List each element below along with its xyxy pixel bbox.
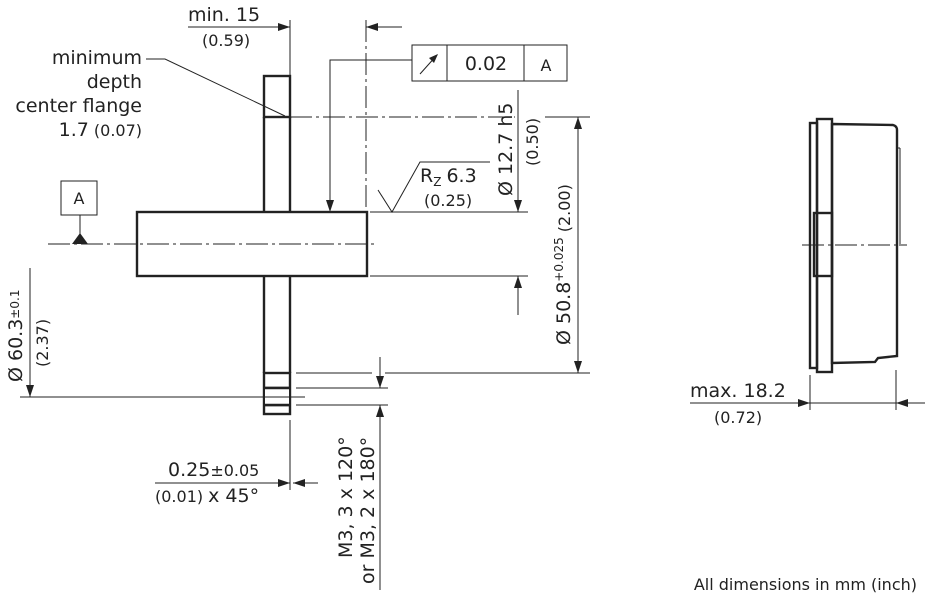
chamfer-dimension: 0.25±0.05 (0.01)x 45°: [155, 420, 318, 507]
note-line2: depth: [87, 71, 142, 93]
runout-control-frame: 0.02 A: [326, 44, 568, 212]
thread-line2: or M3, 2 x 180°: [357, 437, 379, 584]
bolt-circle-inch: (2.37): [33, 319, 52, 367]
roughness-inch: (0.25): [424, 191, 472, 210]
note-line1: minimum: [52, 47, 142, 69]
shaft-diameter-inch: (0.50): [523, 118, 542, 166]
note-line3: center flange: [15, 95, 142, 117]
circular-runout-icon: [419, 54, 438, 75]
flange-bottom-hatched: [262, 371, 292, 416]
flange-top-hatched: [262, 74, 292, 119]
encoder-body: [830, 122, 899, 365]
max-length-value: max. 18.2: [690, 380, 786, 402]
thread-dimension: M3, 3 x 120° or M3, 2 x 180°: [296, 357, 388, 590]
spigot-diameter-dimension: Ø 50.8+0.025(2.00): [296, 116, 590, 374]
shaft-diameter-value: Ø 12.7 h5: [495, 103, 517, 196]
datum-a-symbol: A: [60, 180, 98, 244]
min-depth-value: min. 15: [188, 4, 260, 26]
shaft-diameter-dimension: Ø 12.7 h5 (0.50): [370, 90, 542, 315]
chamfer-inch: (0.01)x 45°: [155, 485, 259, 507]
spigot-diameter-value: Ø 50.8+0.025(2.00): [552, 184, 575, 345]
min-depth-dimension: min. 15 (0.59): [188, 4, 402, 76]
bolt-circle-dimension: Ø 60.3±0.1 (2.37): [5, 268, 52, 397]
note-value: 1.7(0.07): [59, 119, 142, 141]
bolt-circle-value: Ø 60.3±0.1: [5, 290, 27, 382]
min-depth-inch: (0.59): [202, 31, 250, 50]
runout-datum: A: [541, 56, 552, 75]
datum-label: A: [74, 189, 85, 208]
max-length-dimension: max. 18.2 (0.72): [690, 370, 925, 427]
side-view: [802, 117, 907, 374]
hub-section: [135, 210, 369, 278]
note-leader: [146, 58, 286, 117]
max-length-inch: (0.72): [714, 408, 762, 427]
runout-tolerance: 0.02: [465, 53, 507, 75]
units-note: All dimensions in mm (inch): [694, 575, 917, 594]
front-view-section: [20, 20, 515, 416]
flange-depth-note: minimum depth center flange 1.7(0.07): [15, 47, 286, 141]
thread-line1: M3, 3 x 120°: [335, 436, 357, 558]
chamfer-value: 0.25±0.05: [168, 459, 259, 481]
